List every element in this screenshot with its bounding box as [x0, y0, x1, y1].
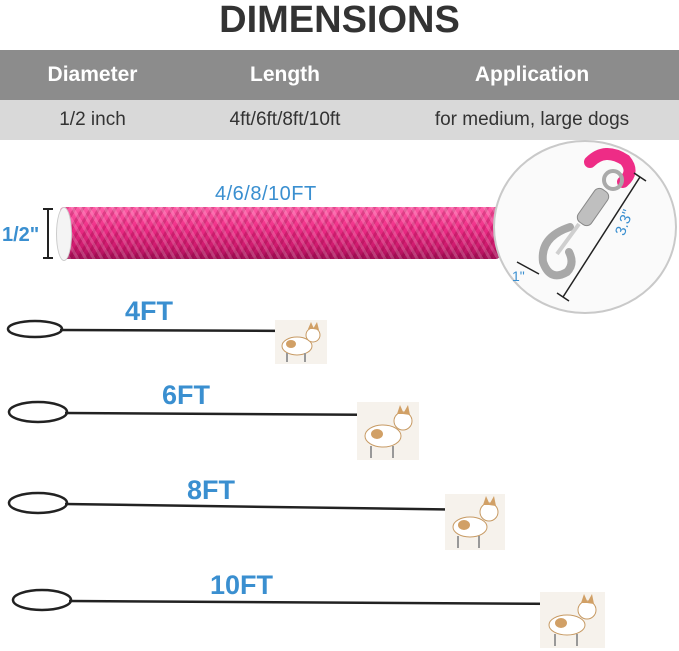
- spec-table-row: 1/2 inch 4ft/6ft/8ft/10ft for medium, la…: [0, 100, 679, 140]
- page-title: DIMENSIONS: [219, 0, 460, 41]
- hook-detail: [493, 140, 677, 314]
- dog-icon: [445, 494, 505, 550]
- leash-6ft-label: 6FT: [162, 380, 211, 410]
- leash-8ft-label: 8FT: [187, 475, 236, 505]
- header-length: Length: [250, 63, 320, 86]
- spec-table-header: Diameter Length Application: [0, 50, 679, 100]
- rope-image: [60, 207, 500, 259]
- dog-icon: [275, 320, 327, 364]
- value-length: 4ft/6ft/8ft/10ft: [229, 109, 341, 130]
- leash-10ft-label: 10FT: [210, 570, 274, 600]
- leash-6ft-rope: [7, 400, 401, 424]
- value-diameter: 1/2 inch: [59, 109, 126, 130]
- dog-icon: [357, 402, 419, 460]
- rope-cut-end: [56, 207, 72, 261]
- dog-icon: [540, 592, 605, 648]
- leash-4ft-rope: [6, 319, 306, 339]
- rope-length-label: 4/6/8/10FT: [215, 183, 317, 205]
- hook-width-label: 1": [512, 268, 525, 284]
- rope-diameter-label: 1/2": [2, 224, 40, 246]
- header-diameter: Diameter: [47, 63, 138, 86]
- header-application: Application: [474, 63, 590, 86]
- leash-4ft-label: 4FT: [125, 296, 174, 326]
- leash-10ft-rope: [11, 588, 581, 612]
- leash-8ft-rope: [7, 491, 486, 515]
- value-application: for medium, large dogs: [434, 109, 630, 130]
- snap-hook-icon: [516, 148, 647, 302]
- spec-table: Diameter Length Application 1/2 inch 4ft…: [0, 50, 679, 140]
